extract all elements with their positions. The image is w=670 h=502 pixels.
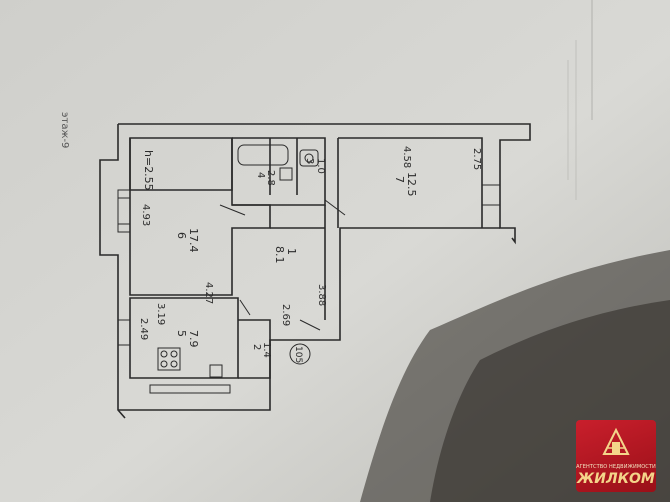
window-6: [117, 189, 131, 233]
dim-hall-length: 3.88: [316, 284, 327, 306]
dim-room6-width: 4.27: [203, 282, 214, 304]
door-7: [324, 199, 346, 216]
door-6: [219, 204, 246, 216]
room-3-number: 3: [304, 158, 315, 164]
fixtures: [117, 144, 500, 394]
dim-room5-length: 2.49: [138, 318, 149, 340]
room-2-outline: [238, 319, 271, 379]
outer-wall-right: [118, 123, 531, 245]
burner-2: [170, 350, 178, 358]
room-1-number: 1: [285, 248, 298, 255]
room-6-number: 6: [175, 232, 188, 239]
room-5-area: 7.9: [187, 330, 200, 348]
logo-name: ЖИЛКОМ: [577, 471, 655, 487]
apartment-number: 105: [293, 346, 303, 363]
kitchen-sink: [209, 364, 223, 378]
room-2-area: 1.4: [261, 342, 272, 358]
ceiling-height: h=2.55: [142, 150, 155, 191]
room-4-3-outline: [232, 137, 326, 206]
bathtub: [237, 144, 289, 166]
walls: [99, 123, 531, 419]
burner-3: [160, 360, 168, 368]
dim-room5-width: 3.19: [155, 303, 166, 325]
ghost-lines: [567, 40, 577, 200]
door-entrance: [299, 319, 321, 331]
apartment-number-circle: [289, 343, 311, 365]
room-6-area: 17.4: [187, 228, 200, 253]
toilet: [299, 149, 319, 167]
room-7-number: 7: [393, 176, 406, 183]
room-7-outline: [338, 137, 483, 228]
room-4-area: 2.8: [265, 170, 276, 186]
room-3-area: 1.0: [315, 158, 326, 174]
room-5-number: 5: [175, 330, 188, 337]
logo-subtitle: АГЕНТСТВО НЕДВИЖИМОСТИ: [576, 464, 656, 470]
room-4-number: 4: [255, 172, 266, 178]
outer-wall-bottom: [118, 227, 500, 411]
stove: [157, 347, 181, 371]
room-2-number: 2: [251, 344, 262, 350]
toilet-bowl: [304, 153, 314, 163]
burner-1: [160, 350, 168, 358]
dim-room7-width: 2.75: [471, 148, 482, 170]
dim-room6-length: 4.93: [140, 204, 151, 226]
outer-wall-left: [99, 124, 126, 419]
dim-room7-length: 4.58: [401, 146, 412, 168]
room-1-area: 8.1: [273, 246, 286, 264]
room-7-area: 12.5: [405, 172, 418, 197]
building-icon: [602, 427, 630, 455]
burner-4: [170, 360, 178, 368]
agency-logo: АГЕНТСТВО НЕДВИЖИМОСТИ ЖИЛКОМ: [576, 420, 656, 492]
radiator: [149, 384, 231, 394]
floor-label: этаж-9: [59, 112, 70, 148]
door-5: [239, 299, 251, 316]
dim-hall-width: 2.69: [280, 304, 291, 326]
sink: [279, 167, 293, 181]
